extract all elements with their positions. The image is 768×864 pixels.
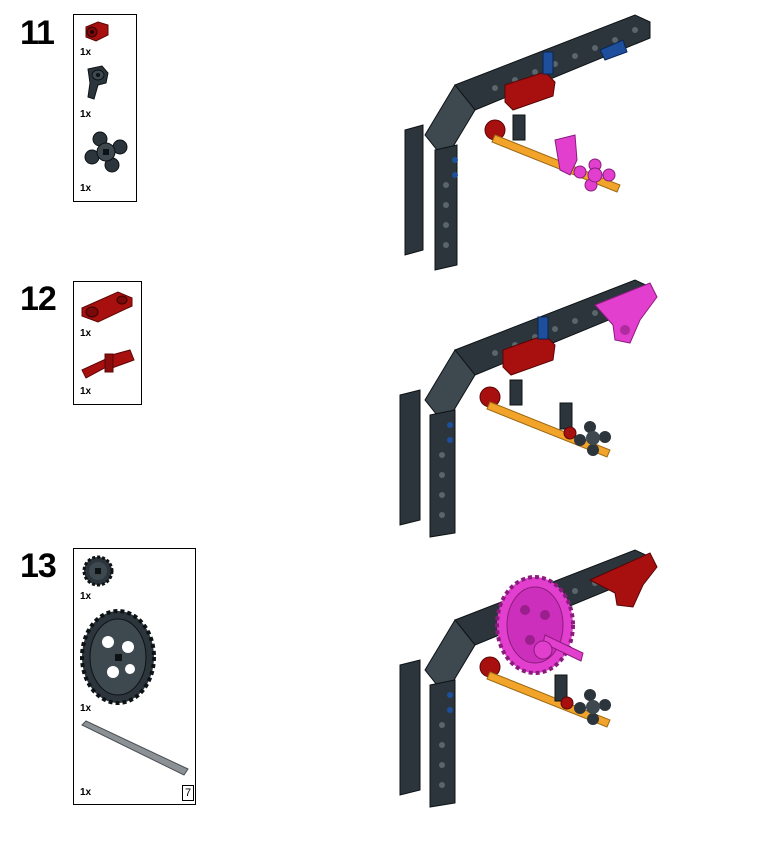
red-axle-pin-icon bbox=[81, 349, 135, 379]
black-connector-icon bbox=[87, 65, 109, 100]
part-qty: 1x bbox=[80, 386, 92, 397]
axle-icon bbox=[81, 720, 189, 776]
part-qty: 1x bbox=[80, 787, 92, 798]
step-number-11: 11 bbox=[20, 14, 55, 52]
parts-list-step-11: 1x 1x 1x bbox=[73, 14, 137, 202]
part-qty: 1x bbox=[80, 328, 92, 339]
red-connector-icon bbox=[85, 21, 109, 42]
step-number-13: 13 bbox=[20, 547, 57, 585]
small-gear-icon bbox=[82, 555, 114, 587]
axle-length-badge: 7 bbox=[182, 785, 194, 801]
part-qty: 1x bbox=[80, 703, 92, 714]
large-gear-icon bbox=[80, 609, 156, 705]
black-wheel-icon bbox=[84, 131, 128, 173]
red-cross-block-icon bbox=[81, 291, 133, 323]
part-qty: 1x bbox=[80, 109, 92, 120]
part-qty: 1x bbox=[80, 591, 92, 602]
assembly-model-step-11 bbox=[404, 14, 651, 271]
assembly-model-step-13 bbox=[399, 549, 658, 808]
part-qty: 1x bbox=[80, 183, 92, 194]
assembly-model-step-12 bbox=[399, 279, 658, 538]
step-number-12: 12 bbox=[20, 280, 57, 318]
parts-list-step-13: 1x 1x 1x 7 bbox=[73, 548, 196, 805]
parts-list-step-12: 1x 1x bbox=[73, 281, 142, 405]
part-qty: 1x bbox=[80, 47, 92, 58]
